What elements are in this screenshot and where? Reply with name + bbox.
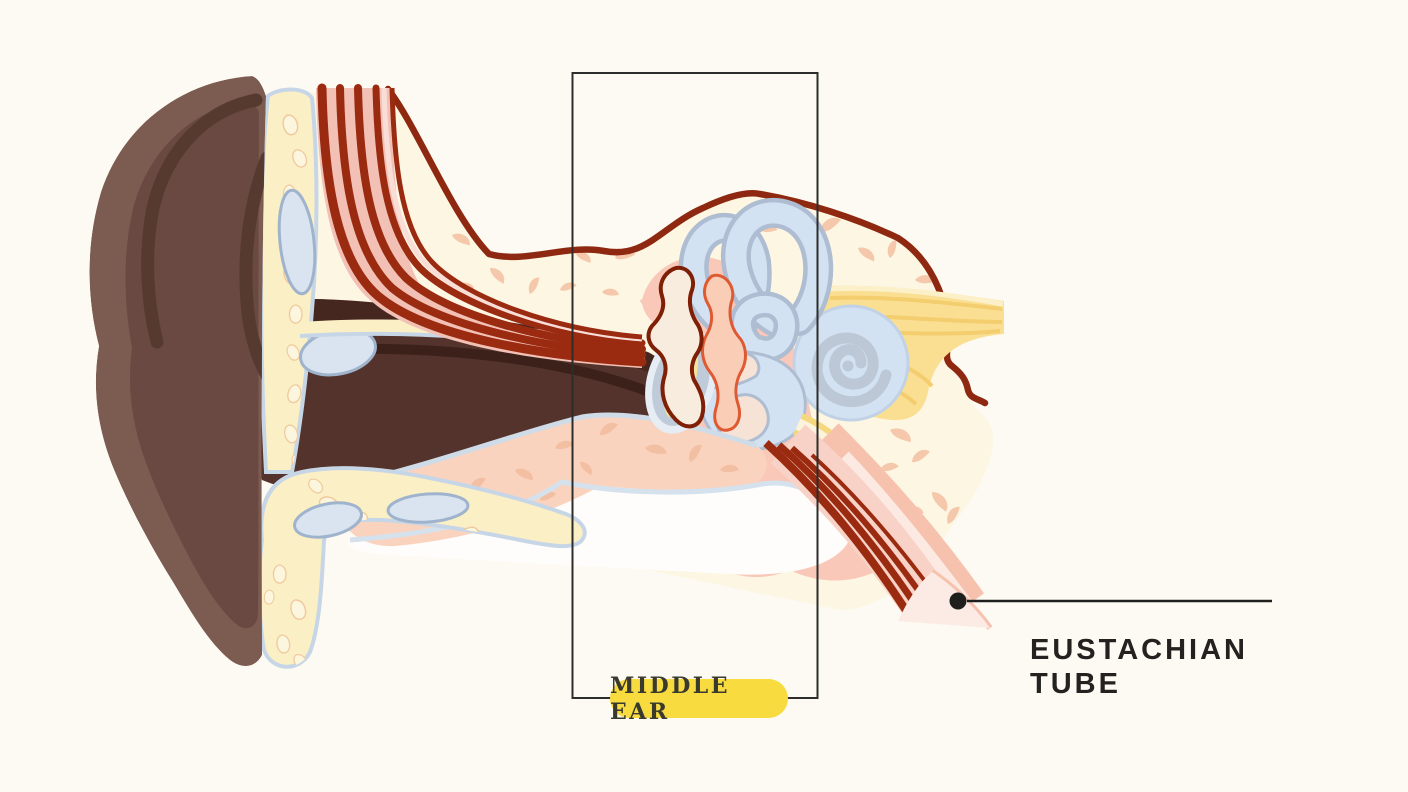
tissue-outline: [335, 412, 758, 490]
middle-ear-label-pill: MIDDLE EAR: [610, 673, 788, 725]
soft-palate-band: [347, 482, 852, 575]
malleus-bone: [646, 265, 706, 429]
eustachian-tube-label: EUSTACHIAN TUBE: [1030, 633, 1248, 701]
incus-bone: [701, 273, 747, 432]
eustachian-tube-label-line1: EUSTACHIAN: [1030, 634, 1248, 666]
eustachian-tube-label-line2: TUBE: [1030, 668, 1121, 700]
middle-ear-label: MIDDLE EAR: [610, 672, 731, 725]
ossicles: [646, 265, 747, 432]
fat-tissue: [257, 87, 587, 669]
eustachian-tube: [763, 423, 1010, 720]
tube-tip: [898, 572, 990, 628]
cartilage: [277, 188, 470, 539]
muscle-fibers: [316, 83, 647, 368]
outer-ear: [89, 76, 266, 667]
cochlea: [792, 304, 910, 422]
skull-outline: [384, 85, 989, 407]
eustachian-leader-dot: [949, 592, 967, 610]
tube-cut-mask: [850, 620, 1010, 720]
